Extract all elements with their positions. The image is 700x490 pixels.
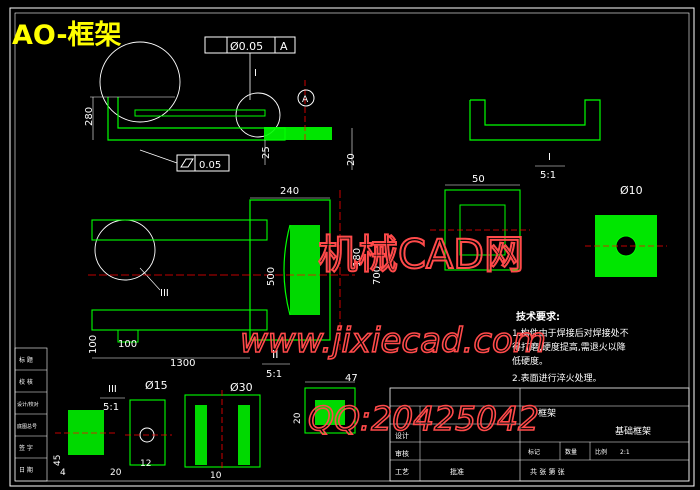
detail-III-label: III [108, 384, 117, 395]
left-row-0: 标 题 [19, 356, 33, 364]
detail-II-scale: 5:1 [266, 369, 282, 380]
title-block: 框架 基础框架 设计 审核 工艺 批准 标记 数量 比例 2:1 共 张 第 张 [389, 387, 690, 482]
dim-1300: 1300 [170, 358, 195, 369]
left-revision-table: 标 题 校 核 设计/校对 底图总号 签 字 日 期 [14, 347, 48, 482]
dim-50: 50 [472, 174, 485, 185]
detail-II-label: II [272, 348, 279, 361]
detail-III-view: III 5:1 45 Ø15 12 Ø30 10 47 20 4 20 [53, 373, 358, 481]
left-row-4: 签 字 [19, 444, 33, 452]
dim-30: Ø30 [230, 381, 253, 394]
dim-12: 12 [140, 459, 151, 469]
left-row-3: 底图总号 [17, 423, 37, 430]
dim-100: 100 [118, 339, 137, 350]
dim-47: 47 [345, 373, 358, 384]
tb-scale: 比例 [595, 448, 607, 456]
left-row-2: 设计/校对 [17, 401, 39, 408]
watermark-line-2: www.jixiecad.com [240, 321, 546, 361]
watermark-line-1: 机械CAD网 [318, 232, 524, 278]
dim-25: 25 [261, 146, 272, 159]
dim-700: 700 [372, 266, 383, 285]
dim-20b: 20 [110, 468, 122, 478]
tech-heading: 技术要求: [516, 310, 560, 323]
dim-280: 280 [84, 107, 95, 126]
dim-100b: 100 [88, 335, 99, 354]
detail-I-scale: 5:1 [540, 170, 556, 181]
dim-20: 20 [346, 153, 357, 166]
watermark: 机械CAD网 www.jixiecad.com QQ:20425042 [239, 231, 547, 439]
datum-circle-A [297, 89, 315, 107]
front-view: III 240 500 180 700 1300 100 100 II 5:1 [88, 186, 383, 380]
inner-border [14, 12, 690, 482]
tech-line-1: 1.构件由于焊接后对焊接处不 [512, 327, 629, 339]
tb-sheet: 共 张 第 张 [530, 467, 565, 476]
detail-I-callout: I [254, 68, 257, 79]
detail-circle-I [235, 92, 281, 138]
top-view: 280 25 20 A I [84, 41, 357, 170]
watermark-line-3: QQ:20425042 [308, 399, 539, 438]
dim-180: 180 [352, 248, 363, 267]
tb-design: 设计 [395, 431, 409, 440]
detail-circle-III [94, 219, 156, 281]
dim-500: 500 [266, 267, 277, 286]
tb-weight: 数量 [565, 448, 577, 456]
outer-border [9, 7, 695, 487]
tb-mark: 标记 [528, 448, 540, 456]
dim-15: Ø15 [145, 379, 168, 392]
dim-4: 4 [60, 468, 66, 478]
detail-I-view: I 5:1 [469, 99, 601, 181]
dim-20c: 20 [293, 412, 303, 424]
position-tolerance-frame: Ø0.05 A [204, 36, 296, 100]
left-row-5: 日 期 [19, 466, 33, 474]
tech-line-4: 2.表面进行淬火处理。 [512, 372, 602, 384]
detail-circle-large [99, 41, 181, 123]
section-view: 50 Ø10 [430, 174, 667, 277]
flatness-frame: 0.05 [139, 149, 230, 172]
dim-10b: 10 [210, 471, 222, 481]
dim-10: Ø10 [620, 184, 643, 197]
detail-III-scale: 5:1 [103, 402, 119, 413]
tech-line-3: 低硬度。 [512, 355, 548, 367]
flatness-value: 0.05 [199, 160, 221, 171]
tb-material: 基础框架 [615, 425, 651, 437]
front-hatch [290, 225, 320, 315]
tech-requirements: 技术要求: 1.构件由于焊接后对焊接处不 得打磨,硬度提高,需退火以降 低硬度。… [512, 310, 629, 384]
left-row-1: 校 核 [19, 378, 33, 386]
tb-approve: 批准 [450, 467, 464, 476]
detail-III-callout: III [160, 288, 169, 299]
datum-ref-letter: A [280, 40, 288, 53]
hatched-section [264, 127, 332, 140]
flatness-icon [180, 158, 194, 168]
tech-line-2: 得打磨,硬度提高,需退火以降 [512, 341, 626, 353]
drawing-title: AO-框架 [12, 20, 122, 51]
tb-drawing-name: 框架 [538, 407, 556, 419]
detail-I-label: I [548, 152, 551, 163]
dim-45: 45 [53, 455, 63, 466]
tb-ratio: 2:1 [620, 449, 630, 456]
tb-review: 审核 [395, 449, 409, 458]
position-tolerance-value: Ø0.05 [230, 40, 263, 53]
datum-circle-label: A [302, 95, 309, 105]
tb-process: 工艺 [395, 468, 409, 476]
dim-240: 240 [280, 186, 299, 197]
